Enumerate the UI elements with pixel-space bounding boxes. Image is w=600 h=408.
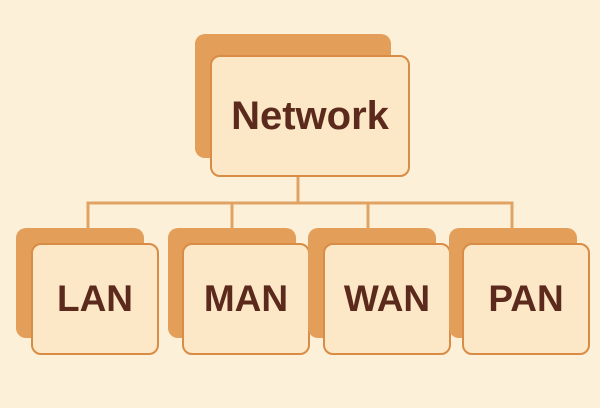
- node-network-label: Network: [210, 55, 410, 177]
- node-pan-label: PAN: [462, 243, 590, 355]
- node-lan-label: LAN: [31, 243, 159, 355]
- node-wan-label: WAN: [323, 243, 451, 355]
- node-man-label: MAN: [182, 243, 310, 355]
